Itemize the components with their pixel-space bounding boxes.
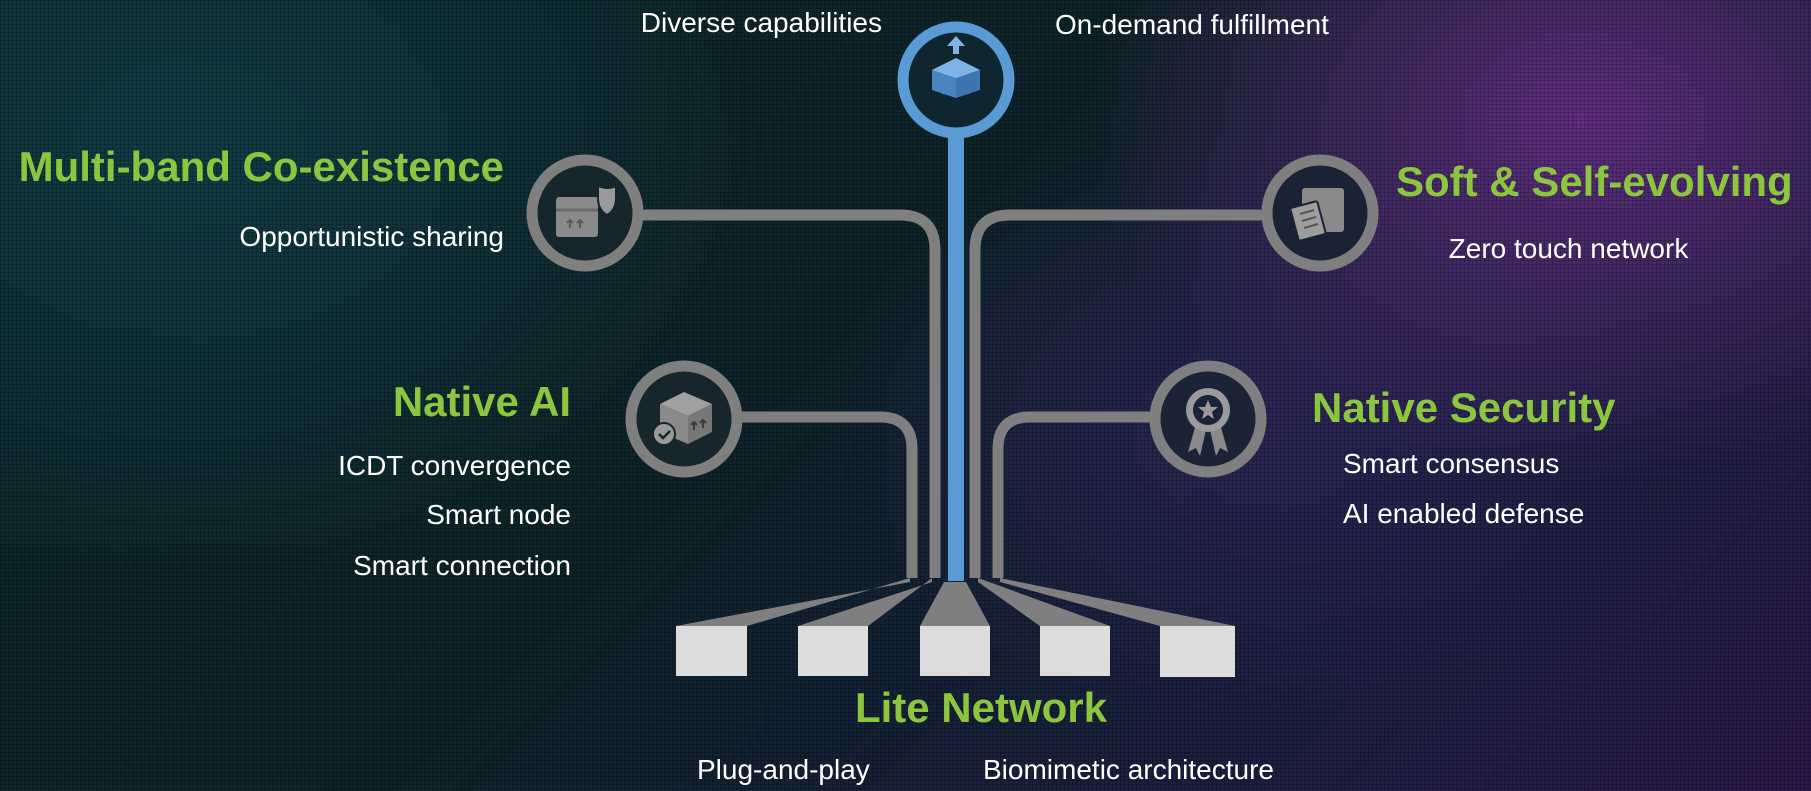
lite-network-title: Lite Network <box>854 684 1108 731</box>
multiband-item-1: Opportunistic sharing <box>239 221 504 252</box>
connector-soft <box>969 209 1265 578</box>
connector-native-ai <box>738 411 918 578</box>
soft-title: Soft & Self-evolving <box>1396 158 1793 205</box>
multiband-title: Multi-band Co-existence <box>18 143 504 190</box>
network-node-5 <box>1160 626 1235 677</box>
top-left-label: Diverse capabilities <box>640 7 882 38</box>
network-node-4 <box>1040 626 1110 676</box>
fan-node-2 <box>798 578 932 626</box>
box-upload-icon <box>897 21 1015 139</box>
soft-item-1: Zero touch network <box>1448 233 1689 264</box>
network-node-3 <box>920 626 990 676</box>
native-ai-item-2: Smart node <box>426 499 571 530</box>
lite-item-1: Plug-and-play <box>697 754 870 785</box>
fan-node-4 <box>978 578 1110 626</box>
native-ai-item-3: Smart connection <box>353 550 571 581</box>
fan-node-5 <box>1000 578 1235 626</box>
box-clipboard-icon <box>1261 154 1379 272</box>
network-node-2 <box>798 626 868 676</box>
fan-node-3 <box>920 582 990 626</box>
lite-item-2: Biomimetic architecture <box>983 754 1274 785</box>
package-shield-icon <box>526 154 644 272</box>
native-security-item-1: Smart consensus <box>1343 448 1560 479</box>
native-ai-item-1: ICDT convergence <box>338 450 571 481</box>
native-security-title: Native Security <box>1312 384 1616 431</box>
award-badge-icon <box>1149 360 1267 478</box>
network-node-1 <box>676 626 747 676</box>
package-check-icon <box>625 360 743 478</box>
connector-native-security <box>992 411 1153 578</box>
native-ai-title: Native AI <box>392 378 571 425</box>
native-security-item-2: AI enabled defense <box>1343 498 1585 529</box>
top-right-label: On-demand fulfillment <box>1055 9 1329 40</box>
connector-multiband <box>640 209 941 578</box>
